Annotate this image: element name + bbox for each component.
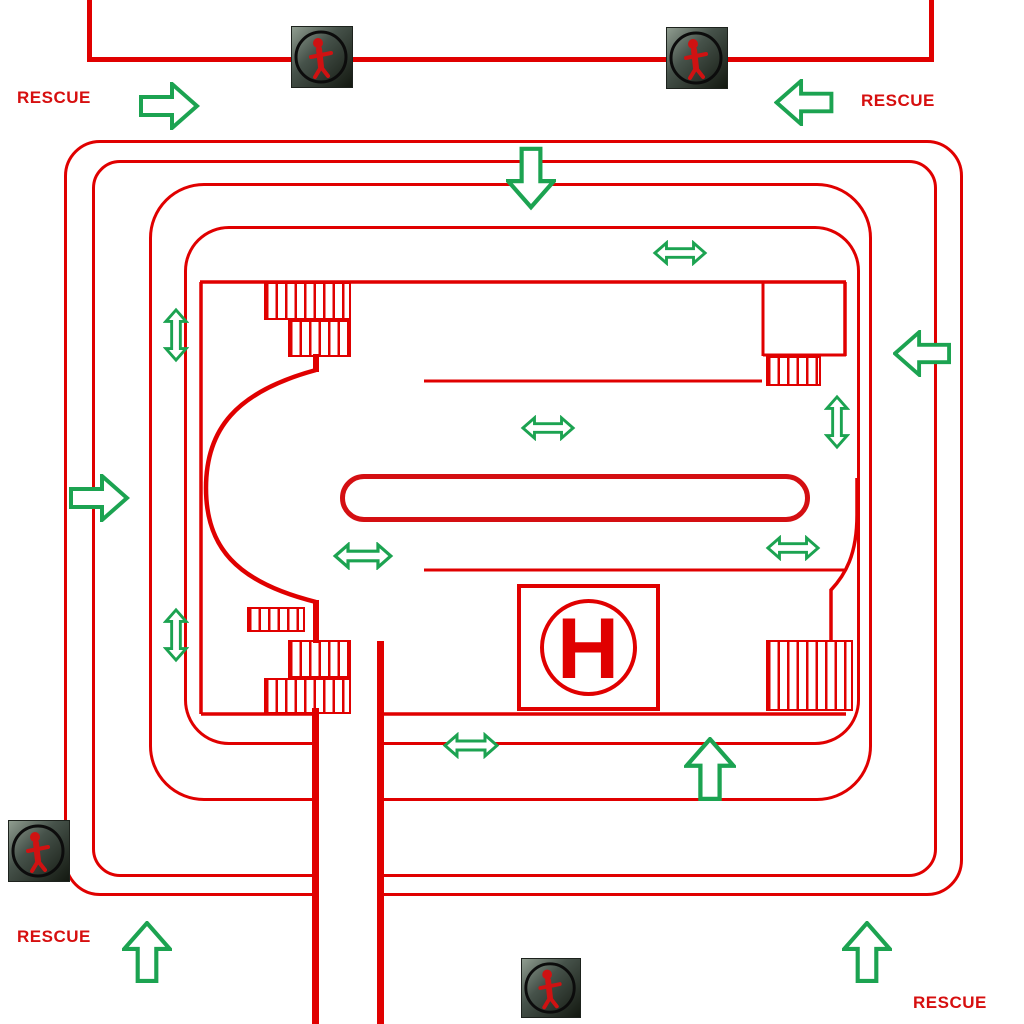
stairs-top-right	[766, 356, 821, 386]
rescue-label-top-right: RESCUE	[861, 91, 935, 110]
corridor-left-wall	[312, 708, 319, 1024]
top-wall-horizontal	[87, 57, 934, 62]
hostage-icon-top-left	[291, 26, 353, 88]
stairs-left-small	[247, 607, 305, 632]
rescue-label-bottom-right: RESCUE	[913, 993, 987, 1012]
outer-ring-2	[92, 160, 937, 877]
passage-arrow-h3-icon	[332, 542, 394, 570]
stairs-bottom-right	[766, 640, 853, 711]
entry-arrow-left-right-middle-icon	[893, 330, 951, 377]
stairs-bottom-left-lower	[264, 678, 351, 714]
top-wall-right	[929, 0, 934, 62]
passage-arrow-v3-icon	[163, 607, 189, 663]
stairs-top-left-upper	[264, 282, 351, 320]
passage-arrow-h5-icon	[442, 732, 500, 759]
passage-arrow-h2-icon	[520, 415, 576, 441]
entry-arrow-down-top-center-icon	[506, 144, 556, 212]
entry-arrow-right-left-middle-icon	[68, 474, 130, 522]
rescue-label-top-left: RESCUE	[17, 88, 91, 107]
rescue-label-bottom-left: RESCUE	[17, 927, 91, 946]
passage-arrow-h4-icon	[765, 535, 821, 561]
outer-ring-1	[64, 140, 963, 896]
helipad-h-icon: H	[557, 601, 620, 697]
corridor-right-wall	[377, 641, 384, 1024]
entry-arrow-left-top-right-icon	[774, 79, 834, 126]
entry-arrow-up-bottom-right-icon	[842, 921, 892, 983]
entry-arrow-up-bottom-center-icon	[684, 737, 736, 801]
stairs-top-left-lower	[288, 320, 351, 357]
central-pill-wall	[340, 474, 810, 522]
passage-arrow-v2-icon	[824, 394, 850, 450]
hostage-icon-top-right	[666, 27, 728, 89]
hostage-icon-bottom-left	[8, 820, 70, 882]
stairs-bottom-left-upper	[288, 640, 351, 678]
entry-arrow-up-bottom-left-icon	[122, 921, 172, 983]
hostage-icon-bottom-center	[521, 958, 581, 1018]
top-wall-left	[87, 0, 92, 62]
entry-arrow-right-top-left-icon	[138, 82, 200, 130]
passage-arrow-v1-icon	[163, 307, 189, 363]
helipad-circle	[540, 599, 637, 696]
passage-arrow-h1-icon	[652, 240, 708, 266]
